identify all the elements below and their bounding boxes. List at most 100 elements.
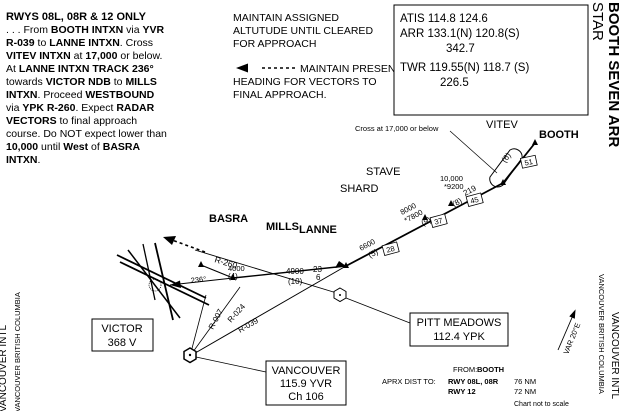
variation-indicator: VAR 20°E xyxy=(557,309,583,356)
stave-fix-icon xyxy=(448,200,454,206)
procedure-run: LANNE INTXN TRACK 236° xyxy=(19,63,154,75)
procedure-run: R-039 xyxy=(6,37,35,49)
segment-altitude: 10,000 xyxy=(440,174,463,183)
arrival-frequency-uhf: 342.7 xyxy=(446,43,475,55)
segment-track: 23 xyxy=(313,265,322,274)
chart-type-title: STAR xyxy=(589,2,606,41)
procedure-run: . Cross xyxy=(120,37,153,49)
side-label-location: VANCOUVER BRITISH COLUMBIA xyxy=(597,274,606,394)
r039-label: R-039 xyxy=(237,316,261,335)
shard-fix-icon xyxy=(422,214,428,220)
segment-altitude: 4000 xyxy=(228,264,245,273)
pitt-leader xyxy=(345,297,411,324)
airport-runways-icon xyxy=(116,242,210,321)
procedure-run: . Proceed xyxy=(38,89,86,101)
mea-box: 45 xyxy=(465,192,484,207)
from-fix: BOOTH xyxy=(477,365,504,374)
procedure-run: of xyxy=(88,141,103,153)
note-line: MAINTAIN PRESENT xyxy=(300,63,402,75)
segment-altitude: 4900 xyxy=(286,267,304,276)
track-236-label: 236° xyxy=(190,274,206,285)
scale-note: Chart not to scale xyxy=(514,401,569,408)
vancouver-vor: VANCOUVER 115.9 YVR Ch 106 xyxy=(183,347,347,406)
procedure-line: VITEV INTXN at 17,000 or below. xyxy=(6,50,162,62)
frequency-box-border xyxy=(393,4,589,116)
r007-label: R-007 xyxy=(207,307,225,331)
vancouver-leader xyxy=(195,356,267,373)
chart-title: BOOTH SEVEN ARR xyxy=(605,2,622,147)
segment-altitude-min: *9200 xyxy=(444,182,464,191)
note-line: HEADING FOR VECTORS TO xyxy=(233,76,377,88)
vancouver-box xyxy=(265,360,347,406)
mea-box: 37 xyxy=(429,213,448,228)
mea-value: 37 xyxy=(433,216,443,227)
vancouver-channel: Ch 106 xyxy=(288,391,323,403)
mea-value: 51 xyxy=(524,157,534,168)
cross-altitude-note: Cross at 17,000 or below xyxy=(355,124,439,133)
aprx-label: APRX DIST TO: xyxy=(382,377,436,386)
procedure-line: R-039 to LANNE INTXN. Cross xyxy=(6,37,153,49)
vector-arrow-icon xyxy=(163,236,176,245)
procedure-run: via xyxy=(123,24,142,36)
distance-runway: RWY 12 xyxy=(448,387,476,396)
procedure-run: INTXN xyxy=(6,89,38,101)
segment-track: 6 xyxy=(316,273,321,282)
runways-title: RWYS 08L, 08R & 12 ONLY xyxy=(6,11,147,23)
vancouver-name: VANCOUVER xyxy=(272,365,341,377)
mills-to-basra-route xyxy=(200,264,234,279)
variation-label: VAR 20°E xyxy=(562,322,583,356)
procedure-run: 10,000 xyxy=(6,141,38,153)
from-label: FROM: xyxy=(453,365,477,374)
procedure-run: WESTBOUND xyxy=(85,89,154,101)
procedure-run: MILLS xyxy=(125,76,157,88)
procedure-run: YPK R-260 xyxy=(22,102,75,114)
pitt-meadows-vor: PITT MEADOWS 112.4 YPK xyxy=(333,287,509,347)
procedure-run: to xyxy=(111,76,126,88)
note-line: FOR APPROACH xyxy=(233,38,316,50)
procedure-run: course. Do NOT expect lower than xyxy=(6,128,167,140)
distance-value: 72 NM xyxy=(514,387,536,396)
segment-distance: (10) xyxy=(288,277,303,286)
note-line: ALTUTUDE UNTIL CLEARED xyxy=(233,25,373,37)
r024-label: R-024 xyxy=(226,302,248,325)
tower-frequency-uhf: 226.5 xyxy=(440,77,469,89)
maintain-altitude-note: MAINTAIN ASSIGNED ALTUTUDE UNTIL CLEARED… xyxy=(233,12,373,50)
procedure-run: via xyxy=(6,102,22,114)
side-label-airport: VANCOUVER INTL xyxy=(0,325,9,411)
stave-label: STAVE xyxy=(366,166,400,178)
procedure-line: towards VICTOR NDB to MILLS xyxy=(6,76,157,88)
vor-center-icon xyxy=(339,294,341,296)
procedure-line: VECTORS to final approach xyxy=(6,115,137,127)
mea-box: 28 xyxy=(381,241,400,256)
procedure-run: or below. xyxy=(117,50,162,62)
victor-ndb-box: VICTOR 368 V xyxy=(91,318,154,352)
mills-fix-icon xyxy=(230,274,236,280)
vortac-center-icon xyxy=(188,353,192,357)
segment-distance: (5) xyxy=(367,247,380,260)
procedure-run: until xyxy=(38,141,63,153)
segment-distance: (6) xyxy=(500,151,513,165)
booth-fix-icon xyxy=(532,139,538,145)
procedure-run: to xyxy=(35,37,50,49)
procedure-run: VICTOR NDB xyxy=(46,76,112,88)
variation-line xyxy=(557,312,575,351)
holding-pattern xyxy=(489,148,523,188)
procedure-run: RADAR xyxy=(116,102,154,114)
procedure-run: . xyxy=(38,154,41,166)
maintain-heading-note: MAINTAIN PRESENT HEADING FOR VECTORS TO … xyxy=(233,63,402,101)
basra-fix-icon xyxy=(198,261,204,267)
victor-name: VICTOR xyxy=(101,323,142,335)
track-236-line xyxy=(169,277,234,286)
note-line: FINAL APPROACH. xyxy=(233,89,327,101)
procedure-line: INTXN. Proceed WESTBOUND xyxy=(6,89,155,101)
yvr-r024-line xyxy=(189,286,241,357)
distance-runway: RWY 08L, 08R xyxy=(448,377,499,386)
cross-note-leader xyxy=(449,130,498,174)
fix-markers xyxy=(198,139,538,280)
pitt-box xyxy=(409,312,509,347)
vitev-fix-icon xyxy=(500,179,506,185)
procedure-run: West xyxy=(63,141,88,153)
side-label-location: VANCOUVER BRITISH COLUMBIA xyxy=(13,292,22,411)
